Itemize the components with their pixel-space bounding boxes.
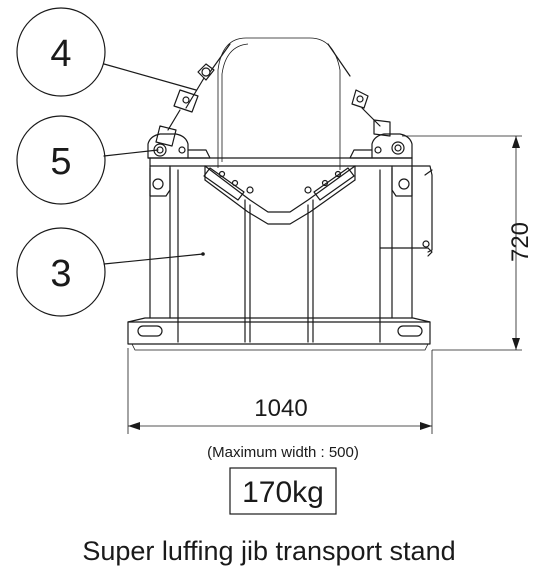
- width-value: 1040: [254, 395, 307, 422]
- stand-body: [127, 133, 433, 351]
- jib-outline: [217, 37, 341, 170]
- height-value: 720: [507, 222, 534, 262]
- width-dimension: 1040: [127, 348, 433, 434]
- height-dimension: 720: [402, 135, 534, 351]
- callout-5: 5: [16, 115, 159, 205]
- callout-4: 4: [16, 7, 197, 97]
- max-width-note: (Maximum width : 500): [207, 444, 359, 461]
- callout-5-label: 5: [50, 141, 71, 183]
- callout-3-label: 3: [50, 253, 71, 295]
- callout-4-label: 4: [50, 33, 71, 75]
- caption: Super luffing jib transport stand: [82, 536, 455, 566]
- lifting-slings: [153, 43, 405, 157]
- callout-3: 3: [16, 227, 204, 317]
- weight-value: 170kg: [242, 476, 324, 509]
- weight-box: 170kg: [229, 467, 337, 515]
